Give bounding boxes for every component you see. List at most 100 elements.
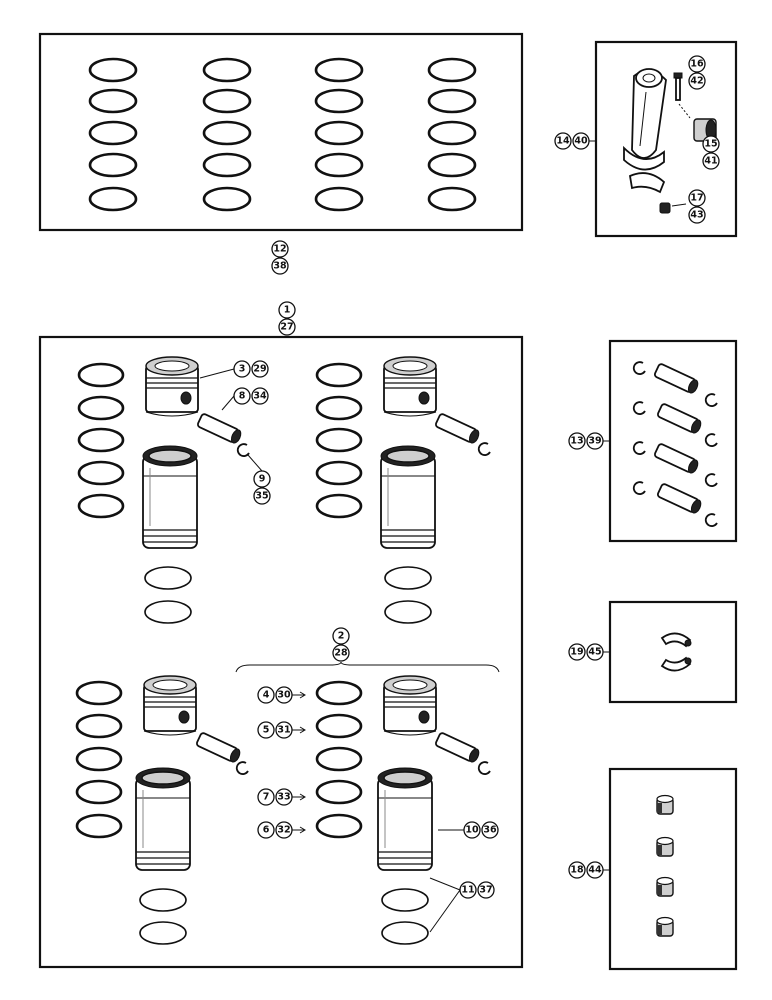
callout-29: 29 [253,364,266,375]
seal-ring [139,921,187,945]
seal-ring [139,888,187,912]
piston-ring [315,746,363,772]
callout-16: 16 [690,59,704,70]
seal-ring [144,566,192,590]
piston-ring [75,813,123,839]
callout-6: 6 [263,825,270,836]
connecting-rod [623,68,667,194]
seal-ring [384,600,432,624]
callout-15: 15 [704,139,717,150]
callout-41: 41 [704,156,717,167]
callout-11: 11 [461,885,474,896]
piston-ring [202,120,252,146]
callout-19: 19 [570,647,583,658]
callout-9: 9 [259,474,266,485]
callout-8: 8 [239,391,246,402]
seal-ring [384,566,432,590]
sleeve-kit-assemblies [75,356,491,945]
cylinder-sleeve [142,445,198,549]
bushing-set-callout: 18 44 [568,861,604,879]
bearing-callout: 19 45 [568,643,604,661]
callout-40: 40 [574,136,588,147]
piston-ring [77,427,125,453]
piston-ring [202,186,252,212]
callout-13: 13 [570,436,583,447]
piston-ring [315,427,363,453]
callout-39: 39 [588,436,601,447]
callout-28: 28 [334,648,348,659]
seal-ring [381,921,429,945]
piston-ring [88,57,138,83]
callout-18: 18 [570,865,584,876]
callout-30: 30 [277,690,291,701]
piston-ring [315,713,363,739]
callout-3: 3 [239,364,246,375]
callout-38: 38 [273,261,287,272]
callout-34: 34 [253,391,267,402]
piston-ring [314,120,364,146]
sleeve-kit-panel [38,335,524,969]
piston-ring [77,493,125,519]
piston-ring [75,746,123,772]
callout-27: 27 [280,322,293,333]
pin-set-callout: 13 39 [568,432,604,450]
cylinder-sleeve [380,445,436,549]
callout-14: 14 [556,136,570,147]
sleeve-kit-callout: 1 27 [278,301,296,336]
piston [143,675,197,736]
rod-nut-leader [671,203,687,207]
piston-ring [88,88,138,114]
piston-ring [315,493,363,519]
piston-ring [77,460,125,486]
callout-2: 2 [338,631,345,642]
cylinder-sleeve [377,767,433,871]
piston-ring [315,395,363,421]
seal-ring [381,888,429,912]
piston-ring [315,813,363,839]
piston-ring [427,120,477,146]
piston-ring [75,779,123,805]
callout-43: 43 [690,210,703,221]
callout-33: 33 [277,792,290,803]
piston-ring [427,186,477,212]
callout-10: 10 [465,825,479,836]
callout-31: 31 [277,725,290,736]
piston-ring [315,779,363,805]
callout-37: 37 [479,885,492,896]
piston-ring [315,460,363,486]
piston-ring [202,88,252,114]
ring-set-rings [88,57,477,212]
ring-leaders [292,691,464,933]
callout-44: 44 [588,865,602,876]
piston [145,356,199,417]
rod-bolt [673,72,683,101]
bracket [235,661,500,673]
piston-ring [315,680,363,706]
callout-4: 4 [263,690,270,701]
piston [383,356,437,417]
callout-36: 36 [483,825,497,836]
bearing-shells [660,632,692,672]
bracket-callout: 2 28 [332,627,350,662]
piston-ring [315,362,363,388]
piston-ring [88,120,138,146]
rod-nut [659,202,671,214]
callout-7: 7 [263,792,270,803]
callout-32: 32 [277,825,290,836]
piston-ring [88,186,138,212]
piston-ring [77,362,125,388]
piston [383,675,437,736]
callout-17: 17 [690,193,703,204]
callout-12: 12 [273,244,286,255]
piston-ring [75,713,123,739]
piston-ring [202,152,252,178]
callout-45: 45 [588,647,601,658]
piston-ring [314,88,364,114]
callout-1: 1 [284,305,291,316]
piston-ring [314,186,364,212]
ring-set-callout: 12 38 [271,240,289,275]
rod-callouts: 16 42 14 40 15 41 17 43 [554,55,720,224]
piston-ring [427,88,477,114]
piston-ring [314,152,364,178]
